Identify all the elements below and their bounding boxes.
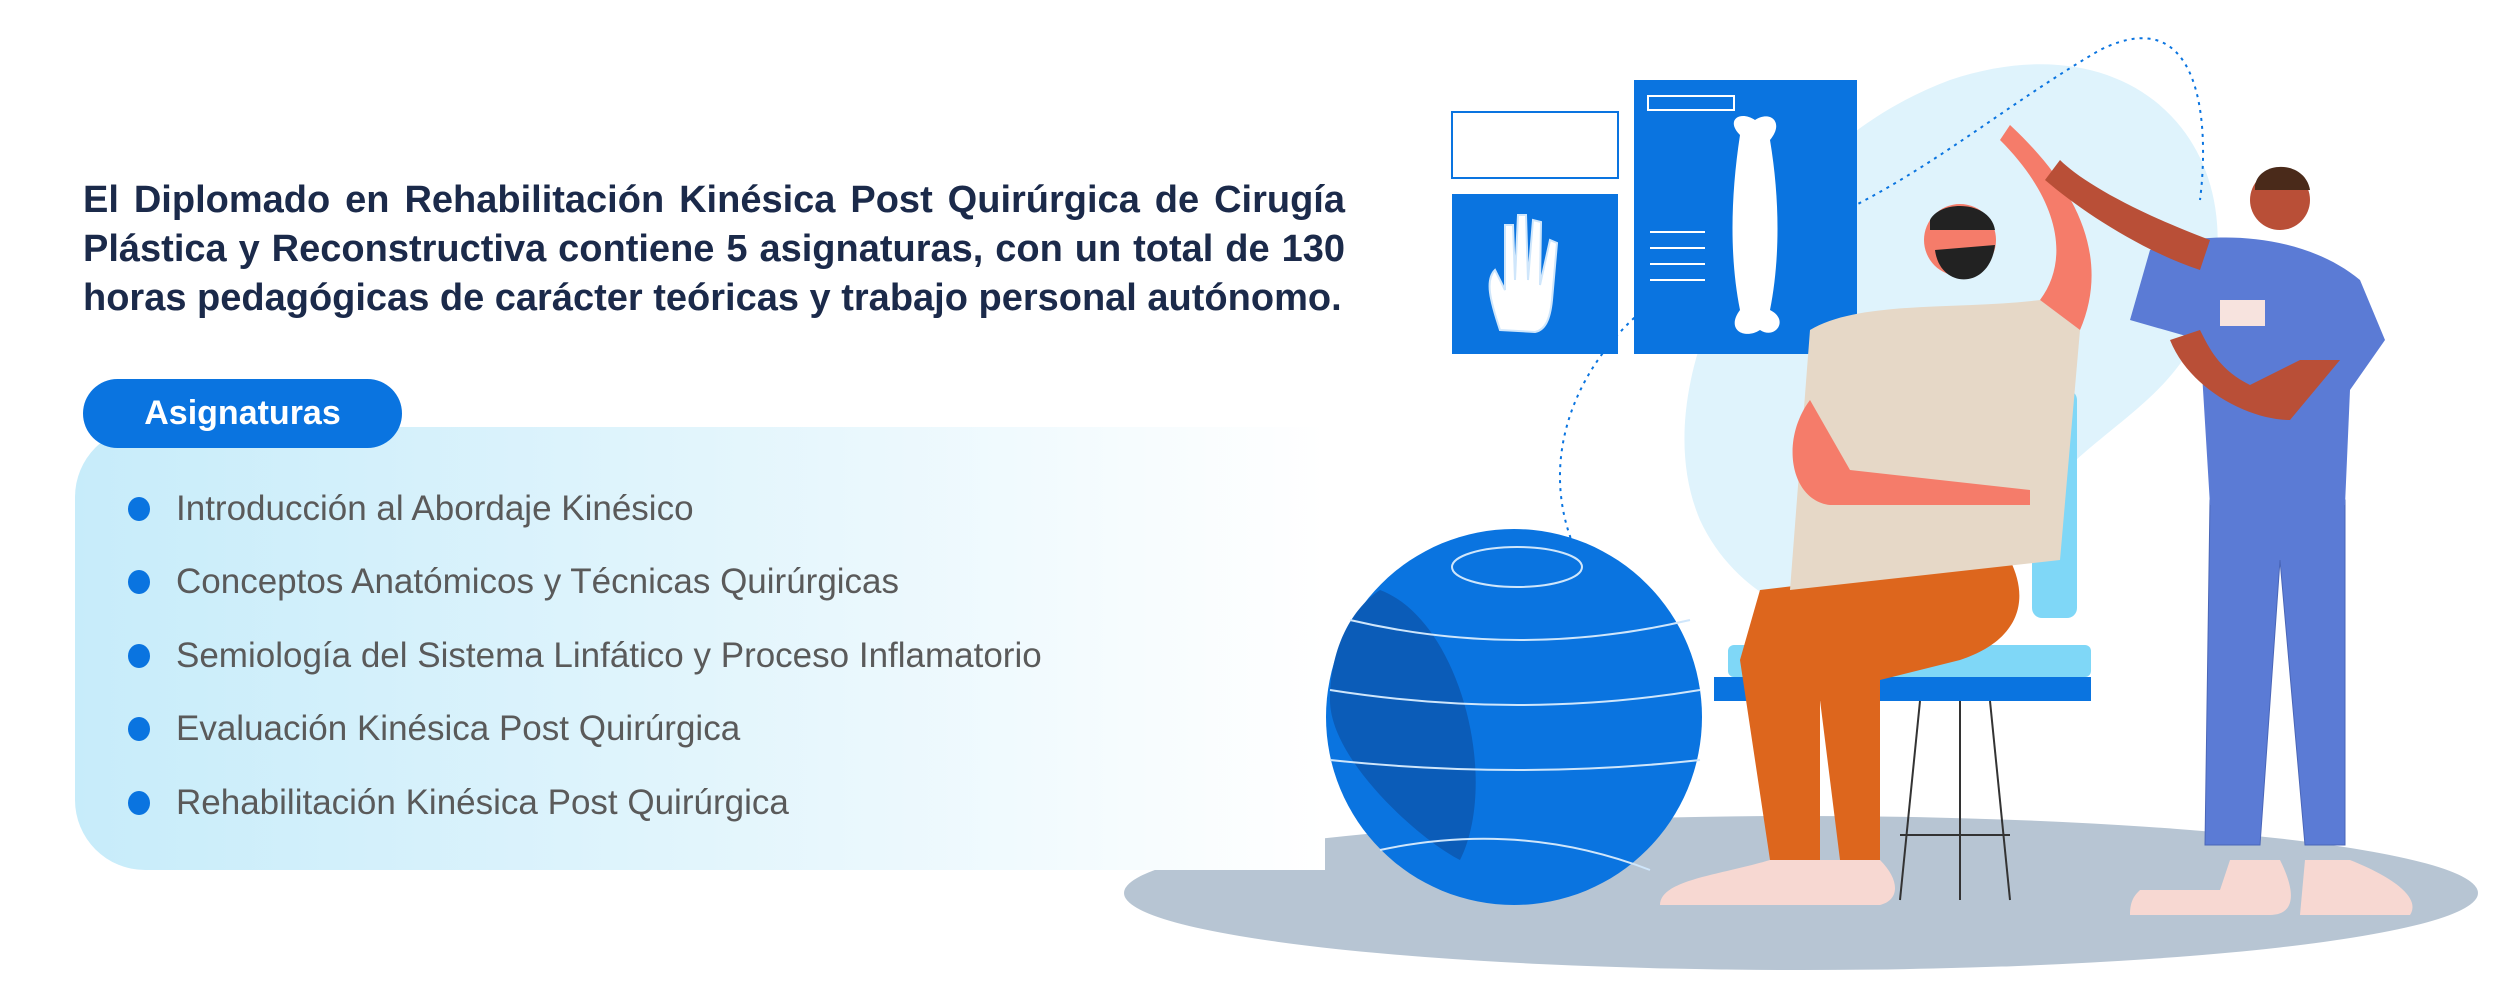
patient-arm-raised	[2000, 125, 2092, 330]
subject-label: Semiología del Sistema Linfático y Proce…	[176, 635, 1042, 675]
list-item: Rehabilitación Kinésica Post Quirúrgica	[128, 766, 1042, 840]
name-badge	[2220, 300, 2265, 326]
bullet-icon	[128, 643, 150, 668]
list-item: Conceptos Anatómicos y Técnicas Quirúrgi…	[128, 546, 1042, 620]
subjects-list: Introducción al Abordaje Kinésico Concep…	[128, 472, 1042, 840]
patient-torso	[1790, 300, 2080, 590]
subject-label: Conceptos Anatómicos y Técnicas Quirúrgi…	[176, 562, 900, 602]
therapist-torso	[2130, 237, 2385, 505]
bullet-icon	[128, 717, 150, 742]
list-item: Evaluación Kinésica Post Quirúrgica	[128, 693, 1042, 767]
list-item: Semiología del Sistema Linfático y Proce…	[128, 619, 1042, 693]
subject-label: Introducción al Abordaje Kinésico	[176, 488, 694, 528]
therapist-arm	[2045, 160, 2210, 270]
patient-arm	[1792, 400, 2030, 505]
subject-label: Rehabilitación Kinésica Post Quirúrgica	[176, 782, 789, 822]
therapist-legs	[2204, 499, 2346, 846]
list-item: Introducción al Abordaje Kinésico	[128, 472, 1042, 546]
program-description: El Diplomado en Rehabilitación Kinésica …	[83, 179, 1345, 319]
bullet-icon	[128, 570, 150, 595]
subject-label: Evaluación Kinésica Post Quirúrgica	[176, 709, 741, 749]
hand-xray-icon	[1488, 214, 1559, 334]
bullet-icon	[128, 790, 150, 815]
bone-icon	[1732, 115, 1780, 334]
subjects-heading-badge: Asignaturas	[83, 379, 402, 448]
patient-legs	[1740, 560, 2020, 860]
subjects-panel	[75, 427, 1325, 870]
bullet-icon	[128, 496, 150, 521]
xray-blank-panel	[1451, 111, 1619, 179]
